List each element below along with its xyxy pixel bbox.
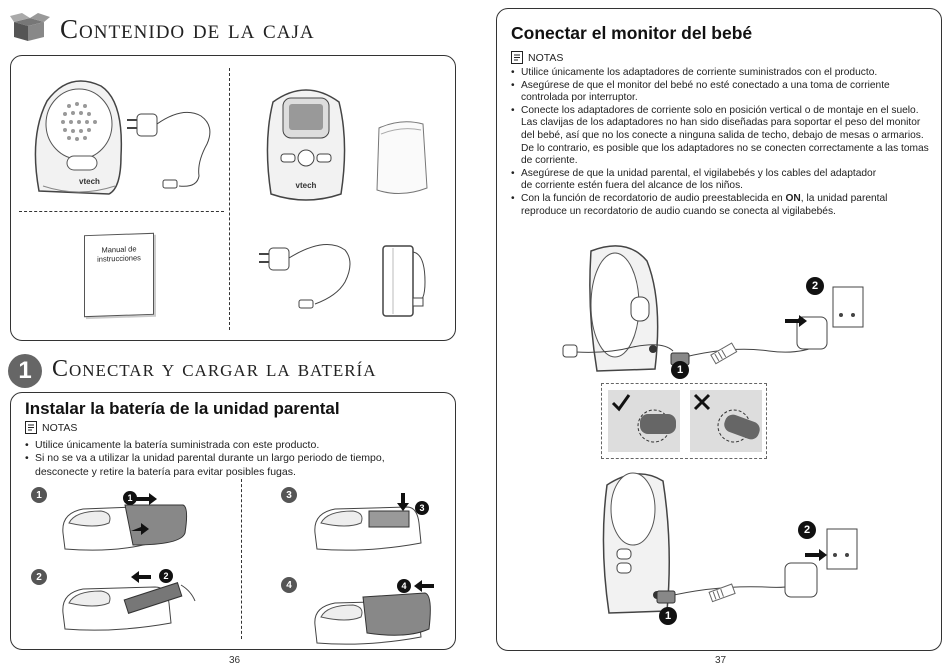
right-note: Asegúrese de que la unidad parental, el … bbox=[511, 168, 936, 193]
bottom-callout-2: 2 bbox=[798, 521, 816, 539]
parent-unit-illustration: vtech bbox=[266, 89, 346, 201]
battery-note: Si no se va a utilizar la unidad parenta… bbox=[25, 452, 445, 479]
parent-adapter-illustration bbox=[259, 244, 351, 309]
right-page-panel: Conectar el monitor del bebé NOTAS Utili… bbox=[496, 8, 942, 651]
battery-notes-list: Utilice únicamente la batería suministra… bbox=[25, 439, 445, 479]
correct-orientation-panel bbox=[608, 390, 680, 452]
step-4-illustration bbox=[314, 592, 431, 645]
top-callout-2: 2 bbox=[806, 277, 824, 295]
manual-illustration: Manual de instrucciones bbox=[84, 232, 154, 318]
right-page-title: Conectar el monitor del bebé bbox=[511, 23, 753, 43]
step-2-callout: 2 bbox=[159, 569, 173, 583]
cross-icon bbox=[693, 393, 711, 411]
plug-orientation-inset bbox=[601, 383, 767, 459]
right-page-number: 37 bbox=[715, 655, 727, 666]
step-badge-4: 4 bbox=[281, 577, 297, 593]
step-badge-1: 1 bbox=[31, 487, 47, 503]
battery-subsection-title: Instalar la batería de la unidad parenta… bbox=[25, 399, 340, 418]
section-title: Conectar y cargar la batería bbox=[52, 356, 377, 382]
svg-text:vtech: vtech bbox=[79, 177, 100, 186]
bottom-callout-1: 1 bbox=[659, 607, 677, 625]
section-number-badge: 1 bbox=[8, 354, 42, 388]
bottom-cable-illustration bbox=[562, 344, 674, 358]
battery-note: Utilice únicamente la batería suministra… bbox=[25, 439, 445, 453]
wrong-plug-illustration bbox=[717, 409, 760, 443]
baby-unit-illustration: vtech bbox=[34, 80, 123, 195]
belt-clip-illustration bbox=[376, 121, 428, 194]
right-note: Conecte los adaptadores de corriente sol… bbox=[511, 105, 936, 168]
step-4-callout: 4 bbox=[397, 579, 411, 593]
step-3-callout: 3 bbox=[415, 501, 429, 515]
battery-illustration bbox=[382, 245, 426, 317]
box-contents-panel: vtech Manual de instrucciones vtech bbox=[10, 55, 456, 341]
note-icon bbox=[511, 51, 523, 64]
svg-text:vtech: vtech bbox=[296, 181, 317, 190]
step-4-arrow-icon bbox=[414, 580, 434, 592]
bottom-adapter-illustration bbox=[656, 528, 858, 604]
box-icon bbox=[10, 13, 50, 41]
right-notes-list: Utilice únicamente los adaptadores de co… bbox=[511, 67, 936, 218]
top-adapter-illustration bbox=[670, 286, 864, 366]
right-note: Asegúrese de que el monitor del bebé no … bbox=[511, 80, 936, 105]
battery-notes-header: NOTAS bbox=[25, 421, 77, 434]
right-notes-header: NOTAS bbox=[511, 51, 563, 64]
box-contents-title: Contenido de la caja bbox=[60, 14, 315, 44]
step-3-illustration bbox=[314, 493, 422, 551]
top-callout-1: 1 bbox=[671, 361, 689, 379]
step-2-illustration bbox=[62, 571, 196, 631]
step-badge-2: 2 bbox=[31, 569, 47, 585]
step-badge-3: 3 bbox=[281, 487, 297, 503]
note-icon bbox=[25, 421, 37, 434]
baby-unit-side-illustration bbox=[589, 245, 659, 372]
battery-install-panel: Instalar la batería de la unidad parenta… bbox=[10, 392, 456, 650]
step-1-callout: 1 bbox=[123, 491, 137, 505]
check-icon bbox=[611, 394, 631, 412]
baby-adapter-illustration bbox=[127, 111, 211, 189]
left-page-number: 36 bbox=[229, 655, 241, 666]
step-1-illustration bbox=[62, 493, 188, 551]
correct-plug-illustration bbox=[637, 409, 676, 443]
right-note: Con la función de recordatorio de audio … bbox=[511, 193, 936, 218]
right-note: Utilice únicamente los adaptadores de co… bbox=[511, 67, 936, 80]
wrong-orientation-panel bbox=[690, 390, 762, 452]
